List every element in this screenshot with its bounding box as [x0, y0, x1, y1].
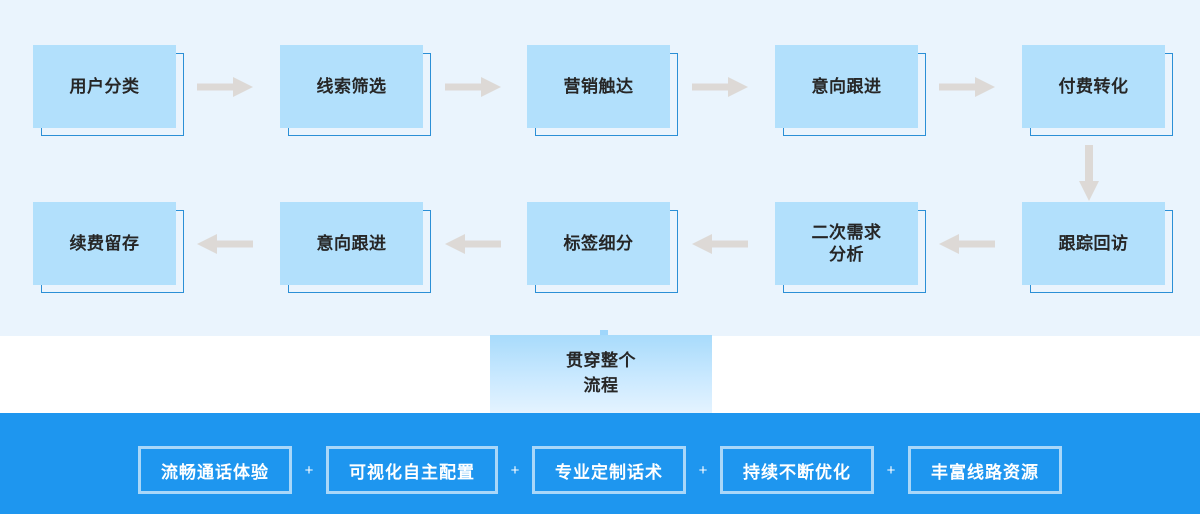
node-label: 线索筛选	[316, 76, 387, 96]
plus-separator-icon-1: +	[304, 461, 314, 479]
callout-notch	[600, 330, 608, 336]
feature-pill-2[interactable]: 可视化自主配置	[326, 446, 498, 494]
arrow-left-icon-row2-1	[197, 232, 253, 256]
node-label: 意向跟进	[811, 76, 882, 96]
node-fill: 跟踪回访	[1022, 202, 1165, 285]
node-label: 用户分类	[69, 76, 140, 96]
node-label: 付费转化	[1058, 76, 1129, 96]
node-label: 二次需求 分析	[811, 222, 882, 264]
node-label: 营销触达	[563, 76, 634, 96]
flow-node-row2-5[interactable]: 跟踪回访	[1022, 202, 1173, 293]
feature-pill-1[interactable]: 流畅通话体验	[138, 446, 292, 494]
feature-pill-label: 流畅通话体验	[161, 462, 269, 482]
flow-node-row1-4[interactable]: 意向跟进	[775, 45, 926, 136]
feature-pill-label: 专业定制话术	[555, 462, 663, 482]
node-fill: 意向跟进	[280, 202, 423, 285]
feature-pill-4[interactable]: 持续不断优化	[720, 446, 874, 494]
arrow-right-icon-row1-4	[939, 75, 995, 99]
flow-node-row2-3[interactable]: 标签细分	[527, 202, 678, 293]
feature-pill-label: 持续不断优化	[743, 462, 851, 482]
callout-spanning-process: 贯穿整个 流程	[490, 335, 712, 413]
callout-label: 贯穿整个 流程	[566, 351, 636, 395]
plus-separator-icon-2: +	[510, 461, 520, 479]
feature-pill-label: 可视化自主配置	[349, 462, 475, 482]
arrow-left-icon-row2-4	[939, 232, 995, 256]
node-fill: 付费转化	[1022, 45, 1165, 128]
flow-node-row1-2[interactable]: 线索筛选	[280, 45, 431, 136]
features-bar-background	[0, 413, 1200, 514]
node-label: 标签细分	[563, 233, 634, 253]
arrow-down-icon	[1077, 145, 1101, 201]
feature-pill-3[interactable]: 专业定制话术	[532, 446, 686, 494]
flow-node-row2-4[interactable]: 二次需求 分析	[775, 202, 926, 293]
flow-node-row1-5[interactable]: 付费转化	[1022, 45, 1173, 136]
features-pill-row: 流畅通话体验 + 可视化自主配置 + 专业定制话术 + 持续不断优化 + 丰富线…	[0, 446, 1200, 494]
node-fill: 标签细分	[527, 202, 670, 285]
feature-pill-5[interactable]: 丰富线路资源	[908, 446, 1062, 494]
node-fill: 二次需求 分析	[775, 202, 918, 285]
plus-separator-icon-4: +	[886, 461, 896, 479]
node-fill: 用户分类	[33, 45, 176, 128]
node-label: 意向跟进	[316, 233, 387, 253]
arrow-left-icon-row2-3	[692, 232, 748, 256]
node-label: 跟踪回访	[1058, 233, 1129, 253]
node-fill: 意向跟进	[775, 45, 918, 128]
flow-node-row2-2[interactable]: 意向跟进	[280, 202, 431, 293]
arrow-left-icon-row2-2	[445, 232, 501, 256]
node-label: 续费留存	[69, 233, 140, 253]
node-fill: 续费留存	[33, 202, 176, 285]
flow-node-row1-3[interactable]: 营销触达	[527, 45, 678, 136]
node-fill: 线索筛选	[280, 45, 423, 128]
feature-pill-label: 丰富线路资源	[931, 462, 1039, 482]
arrow-right-icon-row1-1	[197, 75, 253, 99]
arrow-right-icon-row1-2	[445, 75, 501, 99]
node-fill: 营销触达	[527, 45, 670, 128]
flow-node-row2-1[interactable]: 续费留存	[33, 202, 184, 293]
arrow-right-icon-row1-3	[692, 75, 748, 99]
flow-node-row1-1[interactable]: 用户分类	[33, 45, 184, 136]
plus-separator-icon-3: +	[698, 461, 708, 479]
